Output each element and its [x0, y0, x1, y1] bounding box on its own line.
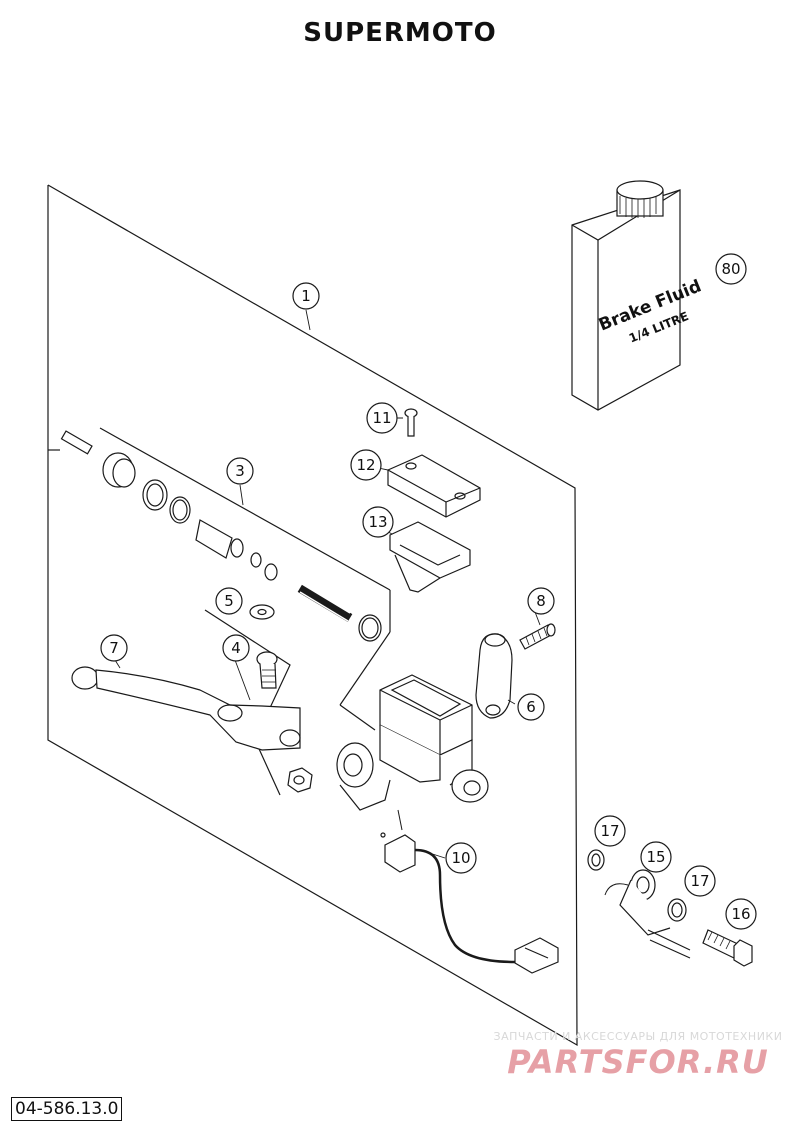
callout-1: 1 — [301, 287, 311, 305]
callout-15: 15 — [646, 848, 665, 866]
callout-circle-16 — [725, 898, 757, 930]
reservoir-cover — [387, 454, 481, 518]
callout-7: 7 — [109, 639, 119, 657]
callout-circle-6 — [517, 693, 545, 721]
brake-lever — [71, 666, 301, 751]
diaphragm — [389, 521, 471, 593]
callout-circle-10 — [445, 842, 477, 874]
cover-screw — [404, 408, 418, 437]
callout-11: 11 — [372, 409, 391, 427]
callout-circle-15 — [640, 841, 672, 873]
callout-circle-8 — [527, 587, 555, 615]
callout-13: 13 — [368, 513, 387, 531]
callout-16: 16 — [731, 905, 750, 923]
callout-circle-17a — [594, 815, 626, 847]
brake-light-switch — [380, 809, 559, 974]
callout-circle-3 — [226, 457, 254, 485]
watermark-logo: PARTSFOR.RU — [507, 1043, 769, 1081]
callout-12: 12 — [356, 456, 375, 474]
callout-80: 80 — [721, 260, 740, 278]
banjo-fitting — [604, 869, 691, 959]
callout-4: 4 — [231, 639, 241, 657]
callout-circles — [100, 253, 757, 930]
callout-6: 6 — [526, 698, 536, 716]
watermark-subtitle: ЗАПЧАСТИ И АКСЕССУАРЫ ДЛЯ МОТОТЕХНИКИ — [493, 1030, 783, 1043]
assembly-outline — [47, 184, 578, 1047]
callout-circle-17b — [684, 865, 716, 897]
watermark: ЗАПЧАСТИ И АКСЕССУАРЫ ДЛЯ МОТОТЕХНИКИ PA… — [488, 1030, 788, 1081]
master-cylinder-body — [336, 674, 489, 811]
document-number: 04-586.13.0 — [11, 1097, 123, 1121]
sealing-washer-2 — [667, 898, 687, 922]
page-title: SUPERMOTO — [303, 18, 497, 48]
sealing-washer-1 — [587, 849, 605, 871]
callout-circle-11 — [366, 402, 398, 434]
callout-circle-80 — [715, 253, 747, 285]
callout-5: 5 — [224, 592, 234, 610]
callout-circle-4 — [222, 634, 250, 662]
clamp-bolt — [519, 623, 556, 650]
callout-8: 8 — [536, 592, 546, 610]
callout-3: 3 — [235, 462, 245, 480]
banjo-bolt — [702, 929, 753, 967]
callout-17b: 17 — [690, 872, 709, 890]
piston-kit — [102, 452, 382, 642]
pivot-bolt — [256, 651, 313, 793]
callout-circle-13 — [362, 506, 394, 538]
callout-circle-12 — [350, 449, 382, 481]
washer — [249, 604, 275, 620]
callout-circle-5 — [215, 587, 243, 615]
handlebar-clamp — [475, 633, 513, 719]
brake-fluid-bottle — [571, 180, 681, 411]
callout-17a: 17 — [600, 822, 619, 840]
piston-pin — [60, 430, 93, 455]
callout-10: 10 — [451, 849, 470, 867]
callout-circle-7 — [100, 634, 128, 662]
callout-circle-1 — [292, 282, 320, 310]
